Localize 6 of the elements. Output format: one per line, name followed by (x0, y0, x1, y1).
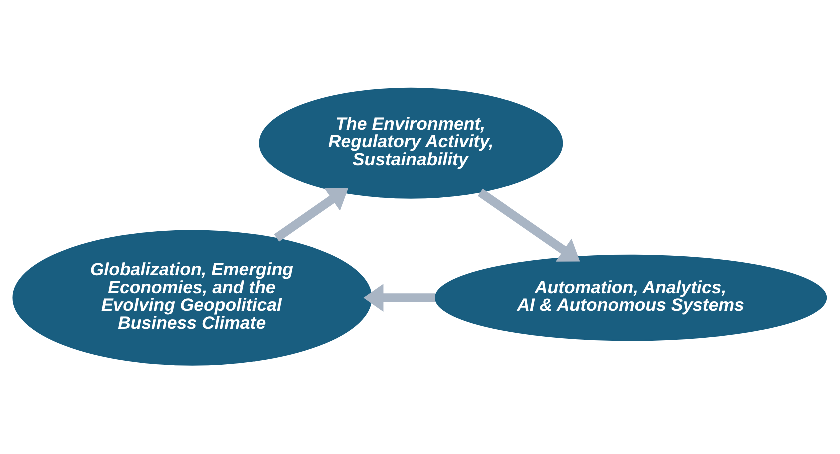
arrow (364, 284, 436, 312)
arrow (274, 188, 349, 242)
node-ellipse: Globalization, Emerging Economies, and the Evolving Geopolitical Business Climate (12, 230, 372, 366)
node-ellipse: The Environment, Regulatory Activity, Sustainability (259, 88, 564, 199)
arrow (478, 188, 580, 262)
node-ellipse: Automation, Analytics, AI & Autonomous Systems (434, 254, 828, 342)
